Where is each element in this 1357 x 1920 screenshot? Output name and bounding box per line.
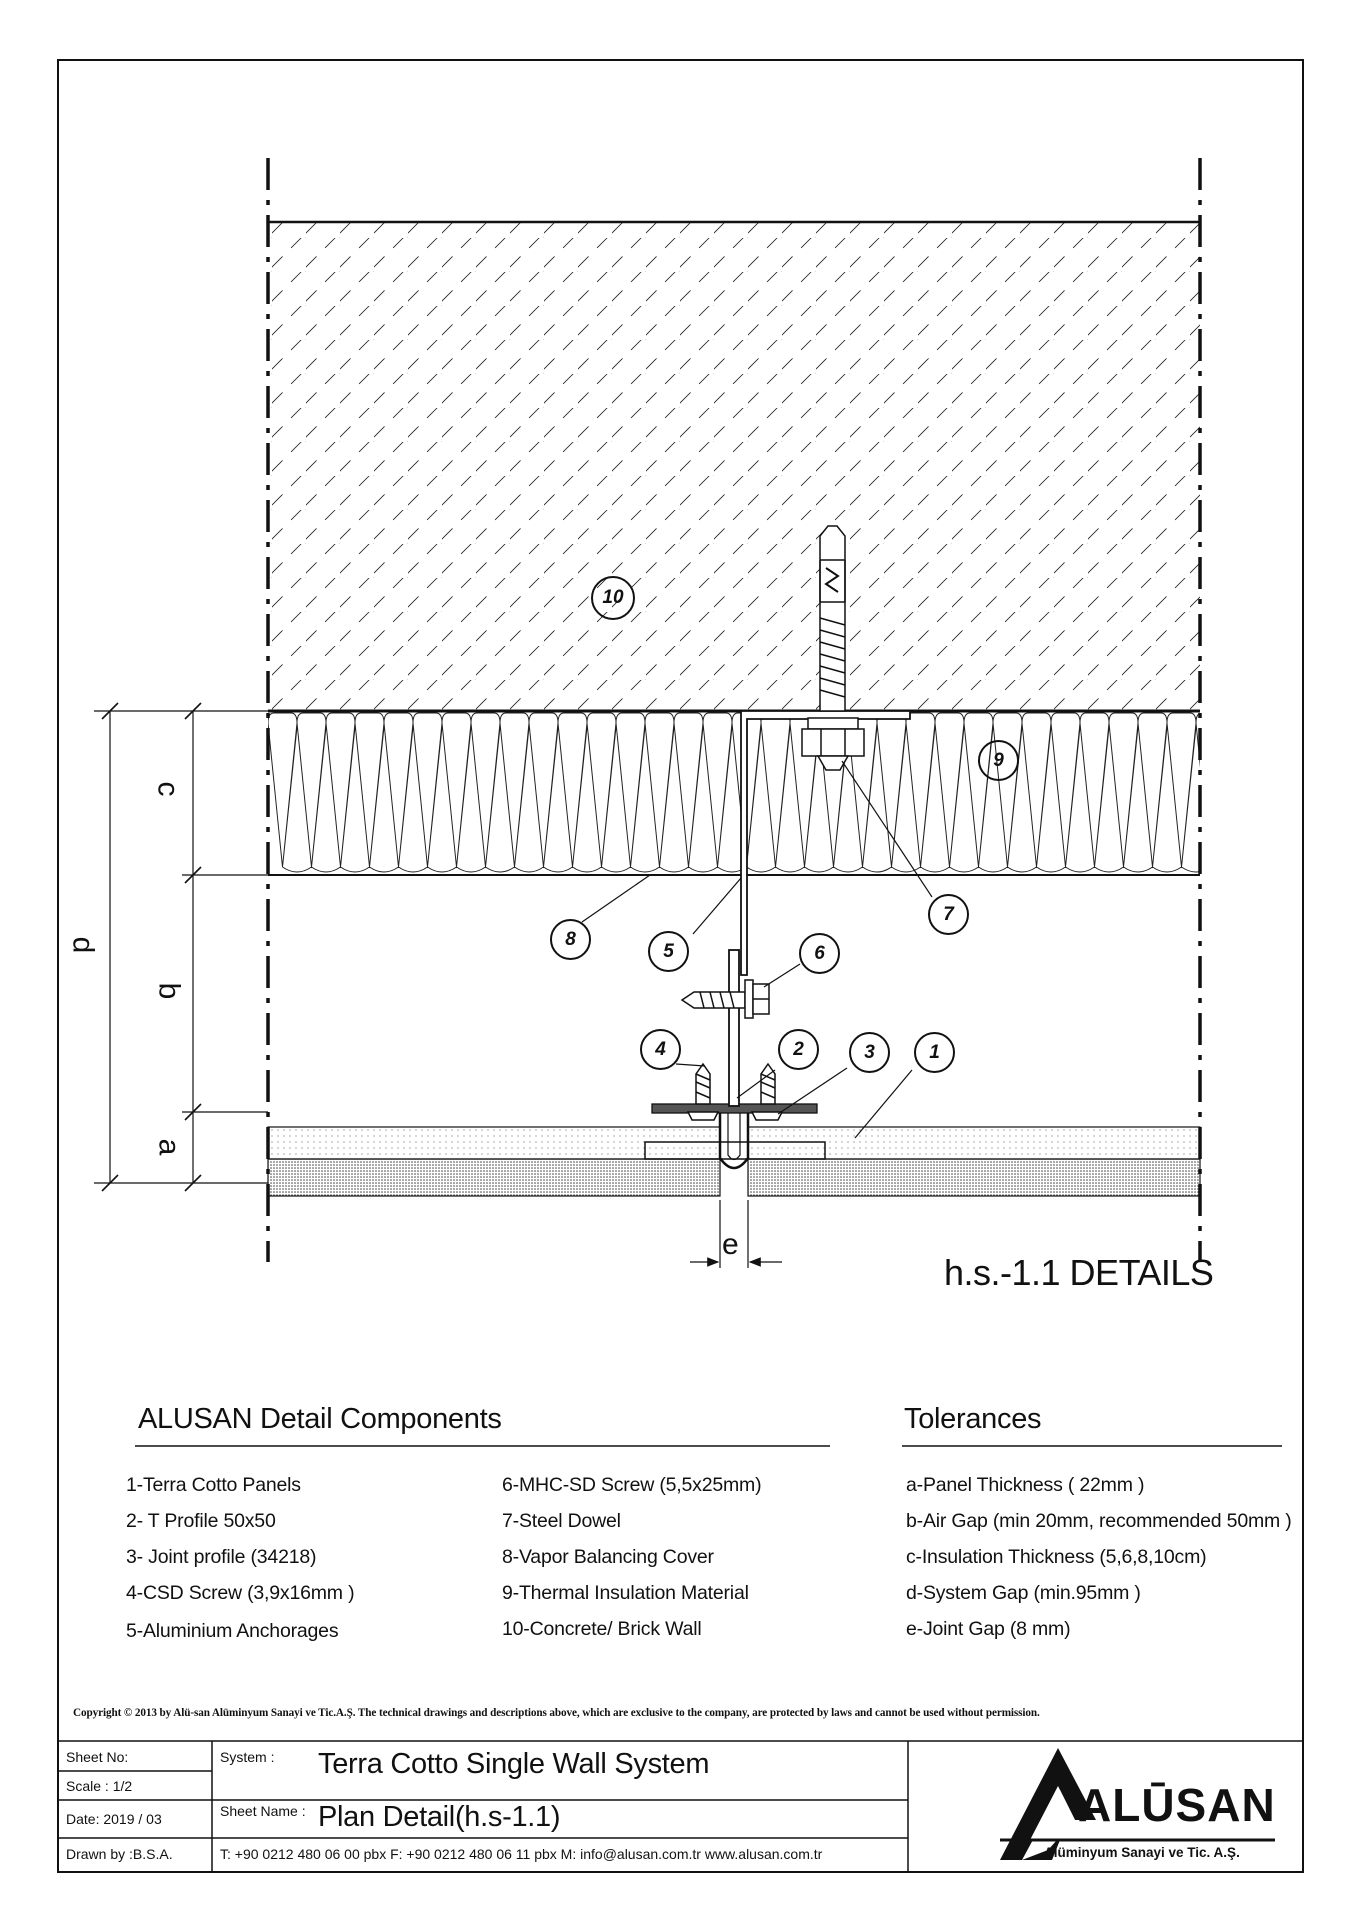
scale-label: Scale : 1/2 bbox=[66, 1778, 133, 1794]
tolerance-c: c-Insulation Thickness (5,6,8,10cm) bbox=[906, 1546, 1207, 1568]
part-tag-2: 2 bbox=[778, 1029, 819, 1070]
components-heading: ALUSAN Detail Components bbox=[138, 1403, 502, 1435]
sheet-name-label: Sheet Name : bbox=[220, 1803, 306, 1819]
dim-label-a: a bbox=[152, 1138, 186, 1156]
component-9: 9-Thermal Insulation Material bbox=[502, 1582, 749, 1604]
component-3: 3- Joint profile (34218) bbox=[126, 1546, 317, 1568]
part-tag-9: 9 bbox=[978, 740, 1019, 781]
copyright-notice: Copyright © 2013 by Alü-san Alüminyum Sa… bbox=[73, 1707, 1040, 1719]
system-label: System : bbox=[220, 1749, 275, 1765]
part-tag-10: 10 bbox=[591, 576, 635, 620]
tolerance-a: a-Panel Thickness ( 22mm ) bbox=[906, 1474, 1145, 1496]
component-7: 7-Steel Dowel bbox=[502, 1510, 621, 1532]
part-tag-3: 3 bbox=[849, 1032, 890, 1073]
part-tag-5: 5 bbox=[648, 931, 689, 972]
part-tag-6: 6 bbox=[799, 933, 840, 974]
component-1: 1-Terra Cotto Panels bbox=[126, 1474, 301, 1496]
component-5: 5-Aluminium Anchorages bbox=[126, 1620, 339, 1642]
logo-name: ALŪSAN bbox=[1078, 1779, 1276, 1831]
component-4: 4-CSD Screw (3,9x16mm ) bbox=[126, 1582, 355, 1604]
logo-subtitle: Alüminyum Sanayi ve Tic. A.Ş. bbox=[1044, 1845, 1240, 1860]
component-10: 10-Concrete/ Brick Wall bbox=[502, 1618, 702, 1640]
component-2: 2- T Profile 50x50 bbox=[126, 1510, 276, 1532]
date-label: Date: 2019 / 03 bbox=[66, 1811, 162, 1827]
part-tag-1: 1 bbox=[914, 1032, 955, 1073]
insulation-pattern bbox=[268, 712, 1200, 873]
dim-label-c: c bbox=[151, 781, 185, 797]
tolerance-b: b-Air Gap (min 20mm, recommended 50mm ) bbox=[906, 1510, 1292, 1532]
system-value: Terra Cotto Single Wall System bbox=[318, 1748, 710, 1780]
detail-title: h.s.-1.1 DETAILS bbox=[944, 1252, 1214, 1293]
dim-label-d: d bbox=[66, 936, 100, 954]
part-tag-7: 7 bbox=[928, 894, 969, 935]
sheet-name-value: Plan Detail(h.s-1.1) bbox=[318, 1801, 561, 1833]
dim-label-e: e bbox=[722, 1228, 739, 1261]
component-8: 8-Vapor Balancing Cover bbox=[502, 1546, 714, 1568]
part-tag-4: 4 bbox=[640, 1029, 681, 1070]
drawn-by-label: Drawn by :B.S.A. bbox=[66, 1846, 173, 1862]
tolerance-d: d-System Gap (min.95mm ) bbox=[906, 1582, 1141, 1604]
tolerances-heading: Tolerances bbox=[904, 1403, 1042, 1435]
contact-line: T: +90 0212 480 06 00 pbx F: +90 0212 48… bbox=[220, 1846, 823, 1862]
tolerance-e: e-Joint Gap (8 mm) bbox=[906, 1618, 1071, 1640]
sheet-no-label: Sheet No: bbox=[66, 1749, 129, 1765]
alusan-logo-mark bbox=[1000, 1748, 1275, 1860]
dim-label-b: b bbox=[152, 982, 186, 1000]
part-tag-8: 8 bbox=[550, 919, 591, 960]
component-6: 6-MHC-SD Screw (5,5x25mm) bbox=[502, 1474, 762, 1496]
